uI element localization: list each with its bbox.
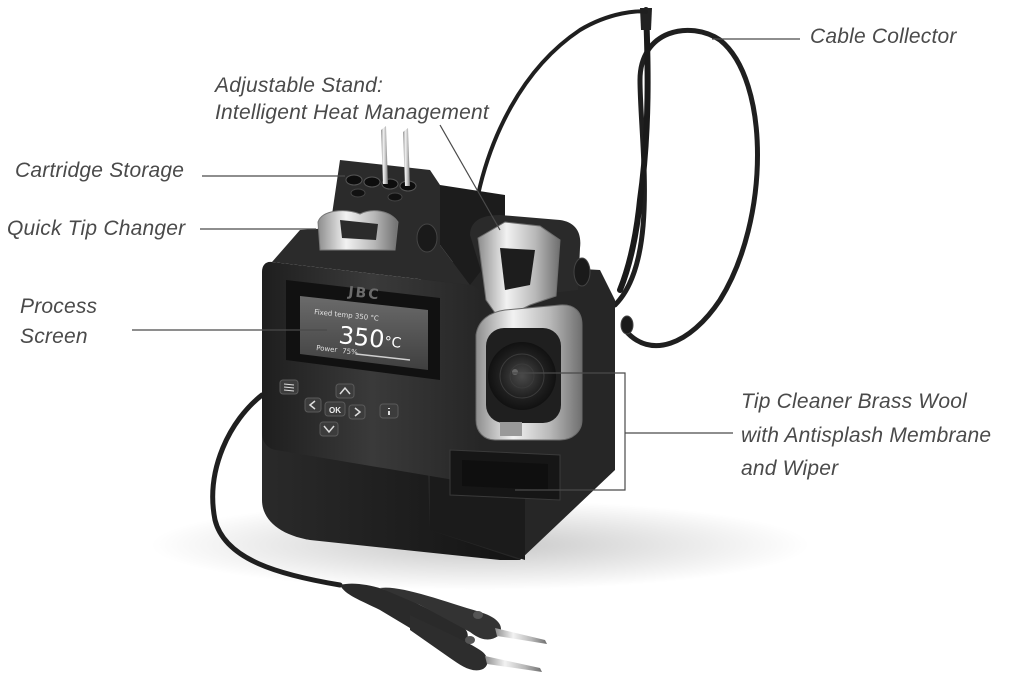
cable-collector-arm [617,7,651,293]
process-screen [300,296,428,370]
adjustable-stand[interactable] [416,215,634,335]
label-tip-cleaner-line2: with Antisplash Membrane [741,424,992,447]
ok-label: OK [329,406,341,415]
label-cable-collector: Cable Collector [810,25,957,48]
stored-cartridges [381,126,410,186]
cable-collector-clip [640,8,652,30]
tweezers-cable [210,392,343,588]
lcd-power-label: Power [316,344,338,354]
ok-button[interactable]: OK [324,401,346,417]
leader-tip-cleaner [512,372,733,491]
down-button[interactable] [319,421,339,437]
label-process-screen-line2: Screen [20,325,88,348]
label-quick-tip-changer: Quick Tip Changer [7,217,186,240]
label-adjustable-stand-line2: Intelligent Heat Management [215,101,489,124]
leader-lines [132,38,800,491]
arrow-right-icon [354,407,362,417]
label-tip-cleaner-line3: and Wiper [741,457,839,480]
label-cartridge-storage: Cartridge Storage [15,159,185,182]
quick-tip-changer[interactable] [317,210,399,251]
left-button[interactable] [304,397,322,413]
arrow-left-icon [308,400,316,410]
lcd-power-value: 75% [342,347,359,357]
cable-collector-cable [612,27,760,349]
up-button[interactable] [335,383,355,399]
keypad: OK [279,379,399,437]
arrow-down-icon [323,425,335,434]
lcd-power-bar [355,353,411,361]
station-cable-loop [476,9,648,197]
brand-logo: JBC [347,284,382,303]
stand-knob [416,223,438,253]
label-process-screen-line1: Process [20,295,98,318]
right-button[interactable] [348,404,366,420]
menu-button[interactable] [279,379,299,395]
label-adjustable-stand-line1: Adjustable Stand: [215,74,384,97]
label-tip-cleaner-line1: Tip Cleaner Brass Wool [741,390,967,413]
menu-icon [283,383,295,392]
brass-wool [488,342,556,410]
tweezers-handpiece [340,583,547,672]
arrow-up-icon [339,386,351,395]
lcd-unit: °C [384,334,403,352]
leader-adjustable-stand [439,124,501,231]
info-button[interactable] [379,403,399,419]
lcd-temperature: 350 [337,321,385,354]
